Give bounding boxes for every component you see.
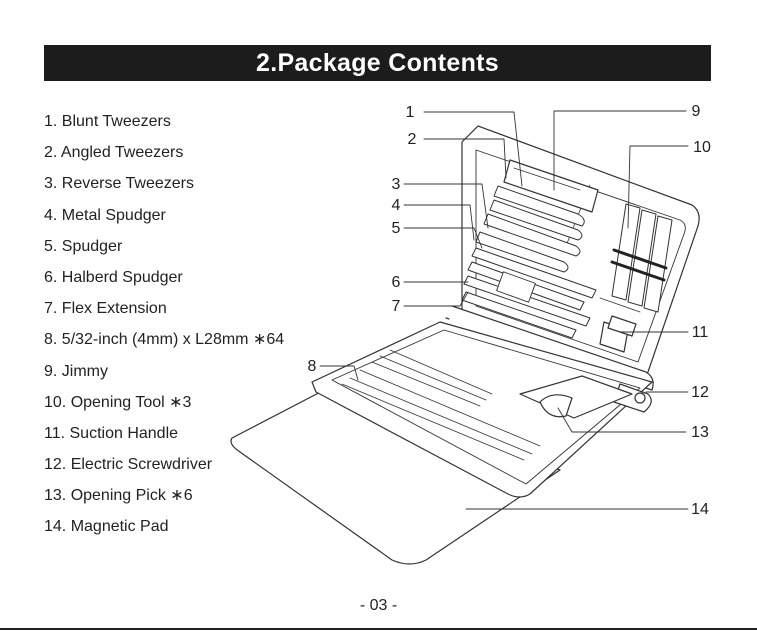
callout-number: 4: [392, 197, 401, 214]
callout-number: 12: [691, 384, 709, 401]
callout-number: 5: [392, 220, 401, 237]
callout-number: 13: [691, 424, 709, 441]
contents-item: 9. Jimmy: [44, 362, 108, 380]
contents-item: 13. Opening Pick ∗6: [44, 487, 193, 505]
contents-list: 1. Blunt Tweezers 2. Angled Tweezers 3. …: [44, 110, 284, 547]
section-title: 2.Package Contents: [256, 48, 499, 77]
magnetic-pad-illustration: [230, 385, 561, 565]
callout-number: 3: [392, 176, 401, 193]
callout-number: 8: [308, 358, 317, 375]
case-base-illustration: [311, 321, 653, 498]
bottom-rule: [0, 628, 757, 630]
flex-extension-illustration: [496, 271, 536, 303]
contents-item: 2. Angled Tweezers: [44, 144, 184, 162]
callout-number: 9: [692, 103, 701, 120]
callout-number: 2: [408, 131, 417, 148]
callout-number: 7: [392, 298, 401, 315]
bit-set-illustration: [341, 349, 541, 461]
contents-item: 14. Magnetic Pad: [44, 518, 169, 536]
contents-item: 7. Flex Extension: [44, 300, 167, 318]
callout-number: 1: [406, 104, 415, 121]
contents-item: 10. Opening Tool ∗3: [44, 393, 192, 411]
contents-item: 3. Reverse Tweezers: [44, 175, 194, 193]
contents-item: 12. Electric Screwdriver: [44, 456, 213, 474]
callout-number: 14: [691, 501, 709, 518]
contents-item: 6. Halberd Spudger: [44, 268, 183, 286]
section-title-bar: 2.Package Contents: [44, 45, 711, 81]
callout-number: 6: [392, 274, 401, 291]
callout-number: 10: [693, 139, 711, 156]
contents-item: 4. Metal Spudger: [44, 206, 166, 224]
contents-item: 1. Blunt Tweezers: [44, 113, 171, 130]
contents-item: 8. 5/32-inch (4mm) x L28mm ∗64: [44, 331, 285, 349]
callout-number: 11: [692, 324, 709, 341]
page-number: - 03 -: [359, 597, 398, 614]
suction-handle-illustration: [599, 315, 637, 353]
contents-item: 11. Suction Handle: [44, 424, 179, 442]
contents-item: 5. Spudger: [44, 237, 123, 255]
